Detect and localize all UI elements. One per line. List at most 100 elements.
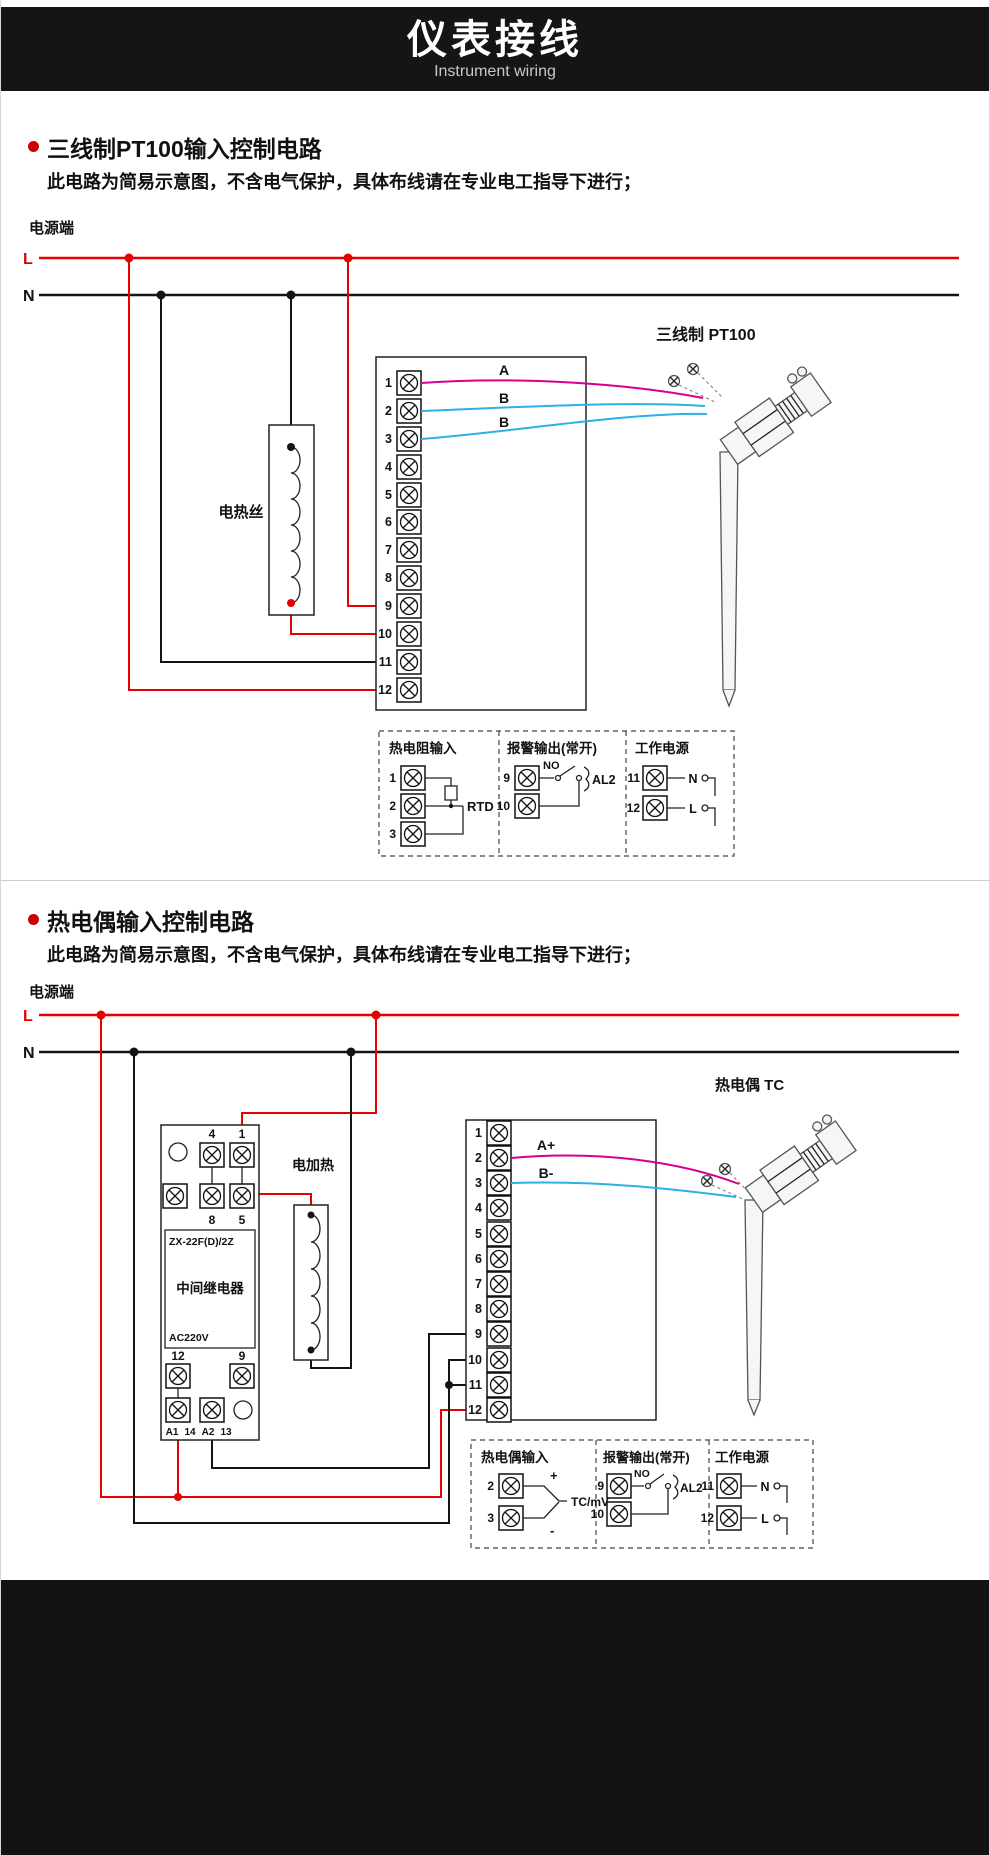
contact-dot: [664, 1482, 672, 1490]
terminal-screw-icon: [229, 1183, 255, 1209]
terminal-number: 1: [389, 771, 396, 785]
rtd-wires: [425, 777, 464, 835]
terminal-screw-icon: [396, 398, 422, 424]
screw-cross: [702, 1176, 712, 1186]
heater-outline: [293, 1204, 329, 1361]
relay-terminal-number: 13: [220, 1427, 232, 1438]
terminal-screw-icon: [396, 454, 422, 480]
rtd-resistor: [444, 785, 458, 801]
contact-dot: [773, 1514, 781, 1522]
l-label: L: [689, 802, 697, 816]
relay-terminal-number: 9: [239, 1349, 246, 1363]
screw-cross: [669, 376, 679, 386]
terminal-screw-icon: [396, 426, 422, 452]
switch-blade: [649, 1473, 665, 1485]
terminal-number: 12: [468, 1403, 482, 1417]
al2-label: AL2: [592, 773, 616, 787]
terminal-screw-icon: [486, 1397, 512, 1423]
terminal-screw-icon: [498, 1505, 524, 1531]
terminal-screw-icon: [486, 1120, 512, 1146]
terminal-number: 12: [378, 683, 392, 697]
d2-line-n-label: N: [23, 1045, 35, 1062]
d2-line-l-label: L: [23, 1008, 33, 1025]
contact-dot: [701, 774, 709, 782]
junction-dot: [174, 1493, 182, 1501]
heater-label: 电热丝: [218, 503, 263, 521]
terminal-number: 2: [389, 799, 396, 813]
heater-bottom-terminal: [307, 1346, 315, 1354]
power-hooks: [708, 777, 716, 826]
thermocouple-wiring-diagram: 电源端 L N 4 1: [23, 983, 959, 1549]
wire-n-to-terminal11: [160, 295, 397, 663]
alarm-output-legend: 报警输出(常开) 9 10 NO AL2: [591, 1450, 703, 1527]
rtd-input-legend: 热电阻输入 1 2 3 RTD: [389, 740, 494, 847]
terminal-number: 6: [385, 515, 392, 529]
terminal-screw-icon: [229, 1363, 255, 1389]
terminal-screw-icon: [396, 370, 422, 396]
wire-a-plus-label: A+: [537, 1137, 555, 1153]
leader-line: [711, 1184, 746, 1201]
tc-legend-title: 热电偶输入: [481, 1449, 549, 1465]
terminal-number: 9: [475, 1327, 482, 1341]
contact-dot: [554, 774, 562, 782]
terminal-screw-icon: [514, 765, 540, 791]
working-power-legend: 工作电源 11 12 N L: [627, 740, 716, 826]
sensor-probe-tip: [722, 689, 736, 708]
power-wires: [667, 777, 685, 809]
wire-l-to-relay-contact: [241, 1015, 377, 1143]
section2-bullet-icon: [28, 914, 39, 925]
power-wires: [741, 1485, 757, 1519]
junction-dot: [448, 803, 454, 809]
terminal-number: 3: [389, 827, 396, 841]
page-footer: [1, 1580, 989, 1855]
sensor-head: [744, 1114, 857, 1214]
terminal-number: 9: [385, 599, 392, 613]
terminal-number: 12: [701, 1511, 715, 1525]
terminal-number: 5: [385, 488, 392, 502]
terminal-number: 5: [475, 1227, 482, 1241]
relay-terminal-number: 1: [239, 1127, 246, 1141]
sensor-head: [719, 366, 832, 466]
terminal-screw-icon: [486, 1145, 512, 1171]
terminal-number: 9: [597, 1479, 604, 1493]
terminal-number: 3: [385, 432, 392, 446]
relay-voltage-label: AC220V: [169, 1332, 209, 1344]
relay-terminal-number: A1: [166, 1427, 179, 1438]
wire-b-minus-label: B-: [539, 1165, 554, 1181]
contact-dot: [773, 1482, 781, 1490]
alarm-wires: [631, 1485, 669, 1515]
contact-dot: [575, 774, 583, 782]
power-hooks: [780, 1485, 788, 1535]
d1-power-rails: 电源端 L N: [23, 219, 959, 305]
terminal-screw-icon: [396, 621, 422, 647]
relay-mount-hole: [168, 1142, 188, 1162]
terminal-screw-icon: [400, 793, 426, 819]
al2-label: AL2: [680, 1481, 703, 1495]
sensor-probe: [719, 451, 739, 691]
contact-dot: [701, 804, 709, 812]
d1-instrument: 1 2 3 4 5 6 7 8 9 10 11 12: [375, 356, 587, 711]
d1-power-terminal-label: 电源端: [29, 219, 74, 237]
leader-line: [697, 372, 724, 399]
d2-power-rails: 电源端 L N: [23, 983, 959, 1062]
terminal-number: 11: [701, 1479, 714, 1493]
terminal-screw-icon: [396, 649, 422, 675]
n-label: N: [760, 1480, 769, 1494]
thermocouple-sensor: 热电偶 TC: [700, 1076, 857, 1417]
relay-mount-hole: [233, 1400, 253, 1420]
contact-dot: [644, 1482, 652, 1490]
n-label: N: [688, 772, 697, 786]
d2-sensor-wires: A+ B-: [510, 1137, 740, 1198]
terminal-screw-icon: [486, 1321, 512, 1347]
terminal-number: 11: [627, 771, 640, 785]
leader-line: [729, 1172, 752, 1196]
terminal-number: 9: [503, 771, 510, 785]
alarm-output-legend: 报警输出(常开) 9 10 NO AL2: [497, 740, 616, 819]
relay-terminal-number: 8: [209, 1213, 216, 1227]
terminal-screw-icon: [486, 1372, 512, 1398]
wire-relay-a2-to-terminal9: [211, 1333, 487, 1469]
terminal-screw-icon: [396, 509, 422, 535]
terminal-screw-icon: [486, 1221, 512, 1247]
terminal-screw-icon: [486, 1170, 512, 1196]
sensor-probe: [744, 1199, 764, 1401]
